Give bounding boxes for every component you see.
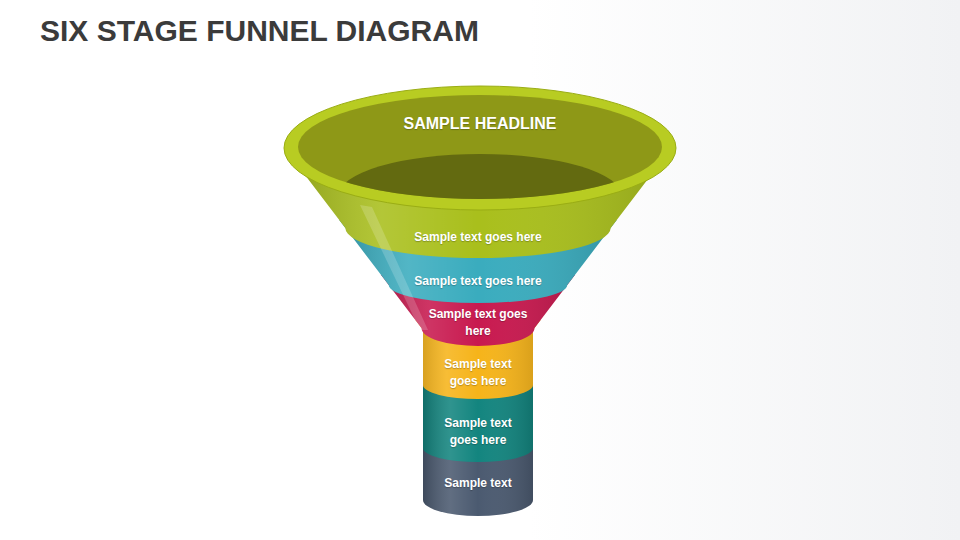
funnel-stage: Sample text goes here (430, 356, 526, 390)
funnel-stage: Sample text goes here (430, 415, 526, 449)
funnel-stage: SAMPLE HEADLINE Sample text goes here (320, 100, 640, 250)
bowl-shadow (338, 154, 622, 238)
stage-text: Sample text goes here (430, 415, 526, 449)
funnel-stage: Sample text (430, 475, 526, 492)
diagram-title: SIX STAGE FUNNEL DIAGRAM (40, 14, 479, 48)
stage-text: Sample text goes here (428, 306, 528, 340)
stage-text: Sample text (430, 475, 526, 492)
funnel-stage: Sample text goes here (378, 273, 578, 290)
stage-text: Sample text goes here (378, 273, 578, 290)
funnel-stage: Sample text goes here (428, 306, 528, 340)
stage-headline: SAMPLE HEADLINE (330, 115, 630, 132)
stage-text: Sample text goes here (368, 229, 588, 246)
glass-highlight (360, 205, 428, 330)
stage-text: Sample text goes here (430, 356, 526, 390)
